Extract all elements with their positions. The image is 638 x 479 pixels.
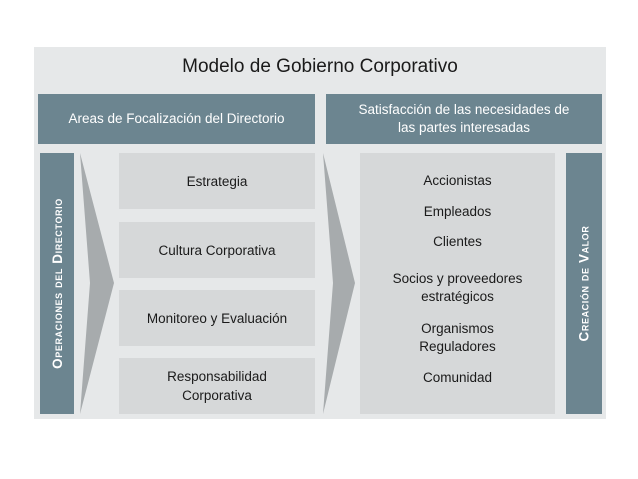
diagram-title: Modelo de Gobierno Corporativo xyxy=(182,56,458,77)
value-creation-bar: Creación de Valor xyxy=(566,153,602,414)
focus-area-label: Estrategia xyxy=(186,173,248,189)
focus-area-label: Responsabilidad xyxy=(167,369,267,384)
stakeholder-item: Socios y proveedores estratégicos xyxy=(392,271,523,304)
chevron-right-icon xyxy=(80,153,114,414)
stakeholder-item: Clientes xyxy=(433,234,482,249)
focus-area-label: Cultura Corporativa xyxy=(158,242,276,258)
stakeholders-header-line2: las partes interesadas xyxy=(397,120,531,135)
stakeholder-item: Empleados xyxy=(423,204,492,219)
focus-area-box: Responsabilidad Corporativa xyxy=(119,358,315,414)
board-operations-bar: Operaciones del Directorio xyxy=(40,153,74,414)
stakeholder-item: Comunidad xyxy=(422,370,493,385)
focus-area-box: Estrategia xyxy=(119,153,315,209)
board-operations-label: Operaciones del Directorio xyxy=(49,198,65,369)
stakeholders-header: Satisfacción de las necesidades de las p… xyxy=(326,94,602,144)
focus-area-label: Corporativa xyxy=(182,388,252,403)
stakeholders-header-line1: Satisfacción de las necesidades de xyxy=(358,102,570,117)
focus-area-box: Cultura Corporativa xyxy=(119,222,315,278)
value-creation-label: Creación de Valor xyxy=(576,225,592,342)
stakeholders-panel xyxy=(360,153,555,414)
focus-area-box: Monitoreo y Evaluación xyxy=(119,290,315,346)
focus-areas-header-text: Areas de Focalización del Directorio xyxy=(68,111,285,126)
chevron-right-icon xyxy=(323,153,355,414)
stakeholder-item: Organismos Reguladores xyxy=(419,321,496,354)
stakeholder-item: Accionistas xyxy=(423,173,492,188)
focus-areas-header: Areas de Focalización del Directorio xyxy=(38,94,315,144)
focus-area-label: Monitoreo y Evaluación xyxy=(146,310,288,326)
